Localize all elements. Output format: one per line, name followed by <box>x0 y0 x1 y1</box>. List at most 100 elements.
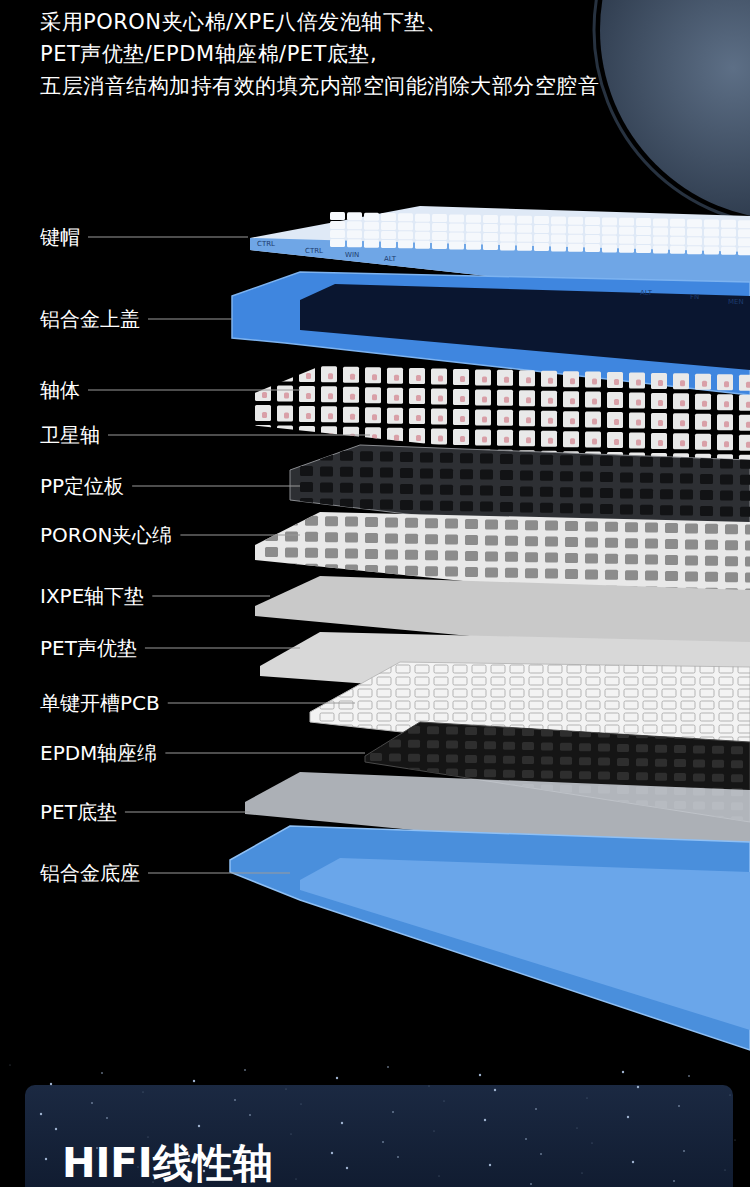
star <box>484 1119 486 1121</box>
foam-hole <box>605 554 618 564</box>
part-label: 轴体 <box>40 378 80 402</box>
keycap <box>704 228 719 236</box>
foam-hole <box>305 516 318 526</box>
pcb-cell <box>453 701 467 709</box>
switch-stem <box>548 418 553 424</box>
foam-hole <box>265 531 278 541</box>
plate-hole <box>480 470 493 480</box>
switch <box>409 368 425 384</box>
keycap <box>415 241 430 249</box>
star <box>9 1064 11 1066</box>
switch <box>673 413 689 429</box>
pcb-cell <box>700 725 714 733</box>
foam-hole <box>305 532 318 542</box>
pcb-cell <box>377 677 391 685</box>
pcb-cell <box>681 701 695 709</box>
pcb-cell <box>624 665 638 673</box>
pcb-cell <box>548 689 562 697</box>
pcb-cell <box>529 677 543 685</box>
plate-hole <box>440 453 453 463</box>
keycap <box>619 236 634 244</box>
switch <box>563 431 579 447</box>
keycap <box>653 218 668 226</box>
leader-line <box>165 753 365 754</box>
star <box>295 1178 297 1180</box>
plate-hole <box>320 466 333 476</box>
foam-hole <box>605 570 618 580</box>
epdm-hole <box>617 744 629 752</box>
keycap <box>347 239 362 247</box>
pcb-cell <box>377 689 391 697</box>
pcb-cell <box>548 677 562 685</box>
star <box>530 1183 532 1185</box>
switch-stem <box>438 416 443 422</box>
pcb-cell <box>339 665 353 673</box>
switch-stem <box>416 395 421 401</box>
foam-hole <box>345 533 358 543</box>
switch <box>277 365 293 381</box>
star <box>581 1172 583 1174</box>
pcb-cell <box>567 665 581 673</box>
part-label: EPDM轴座绵 <box>40 741 157 765</box>
epdm-hole <box>560 743 572 751</box>
pcb-cell <box>377 713 391 721</box>
pcb-cell <box>472 689 486 697</box>
epdm-hole <box>465 755 477 763</box>
pcb-cell <box>548 701 562 709</box>
foam-hole <box>625 522 638 532</box>
switch-stem <box>350 374 355 380</box>
plate-hole <box>300 482 313 492</box>
plate-hole <box>720 490 733 500</box>
switch-stem <box>328 393 333 399</box>
star <box>540 1153 542 1155</box>
switch-stem <box>504 437 509 443</box>
foam-hole <box>705 572 718 582</box>
switch-stem <box>306 373 311 379</box>
keycap <box>687 219 702 227</box>
keycap <box>738 247 750 255</box>
pcb-cell <box>738 713 750 721</box>
plate-hole <box>300 450 313 460</box>
switch <box>585 412 601 428</box>
leader-line <box>180 535 300 536</box>
epdm-hole <box>617 772 629 780</box>
pcb-cell <box>472 701 486 709</box>
pcb-cell <box>624 701 638 709</box>
pcb-cell <box>358 665 372 673</box>
bottom-case <box>230 826 750 1050</box>
foam-hole <box>605 522 618 532</box>
epdm-hole <box>389 753 401 761</box>
switch <box>321 426 337 442</box>
keycap <box>534 243 549 251</box>
foam-hole <box>385 533 398 543</box>
keycap <box>330 239 345 247</box>
switch-stem <box>526 417 531 423</box>
pcb-cell <box>358 689 372 697</box>
plate-hole <box>340 499 353 509</box>
switch <box>585 432 601 448</box>
switch-stem <box>504 397 509 403</box>
pcb-cell <box>605 677 619 685</box>
part-label: 键帽 <box>40 225 80 249</box>
foam-hole <box>305 564 318 574</box>
switch <box>365 367 381 383</box>
foam-hole <box>705 540 718 550</box>
switch <box>299 426 315 442</box>
pcb-cell <box>396 701 410 709</box>
keycap <box>364 222 379 230</box>
switch-stem <box>306 433 311 439</box>
star <box>489 1164 491 1166</box>
plate-hole <box>740 507 750 517</box>
switch <box>739 395 750 411</box>
plate-hole <box>380 500 393 510</box>
switch <box>387 408 403 424</box>
pcb-cell <box>700 701 714 709</box>
epdm-hole <box>579 771 591 779</box>
keycap <box>721 238 736 246</box>
foam-hole <box>465 519 478 529</box>
switch-stem <box>416 375 421 381</box>
switch <box>607 412 623 428</box>
pcb-cell <box>681 713 695 721</box>
foam-hole <box>625 554 638 564</box>
keycap <box>364 240 379 248</box>
